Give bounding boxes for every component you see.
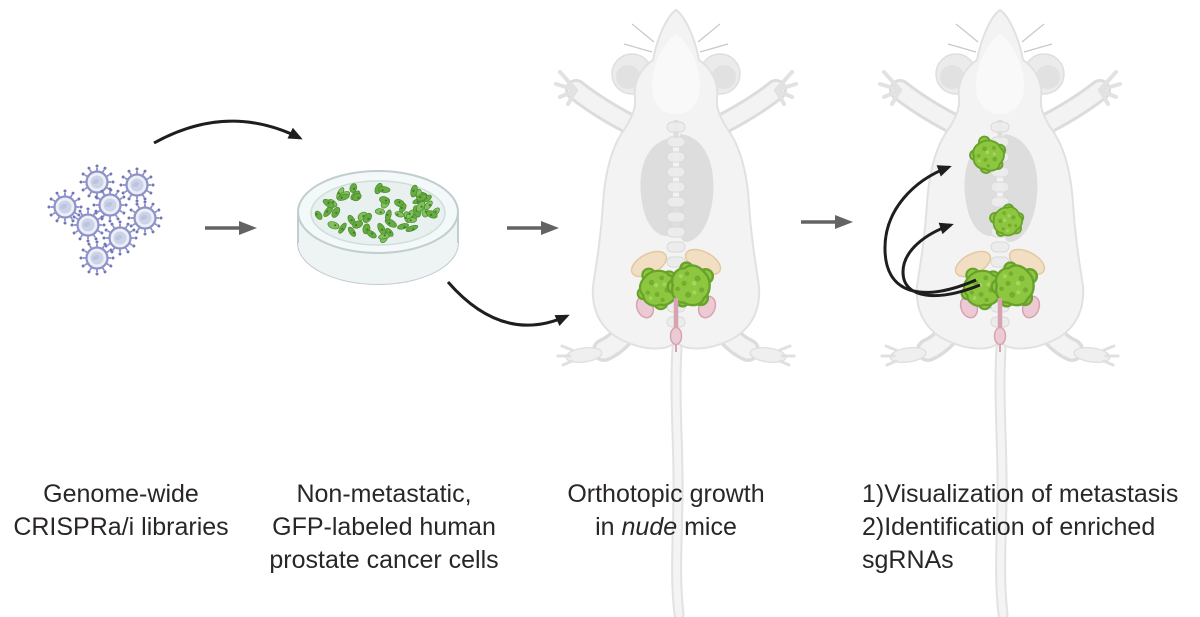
- petri-dish-icon: [297, 170, 459, 285]
- label-line: 1)Visualization of metastasis: [862, 480, 1179, 508]
- lentivirus-cluster-icon: [46, 163, 164, 277]
- label-line: in nude mice: [595, 513, 737, 541]
- label-line: Orthotopic growth: [567, 480, 765, 508]
- curved-arrow-to-abdominal-met-icon: [901, 222, 981, 297]
- label-line: prostate cancer cells: [269, 546, 499, 574]
- label-genome-wide-libraries: Genome-wide CRISPRa/i libraries: [6, 478, 236, 544]
- label-orthotopic-growth: Orthotopic growth in nude mice: [553, 478, 779, 544]
- curved-arrow-injection-icon: [446, 281, 570, 327]
- right-arrow-icon: [505, 219, 561, 237]
- label-line: Non-metastatic,: [296, 480, 472, 508]
- right-arrow-icon: [799, 213, 855, 231]
- gfp-cells: [314, 182, 440, 244]
- label-line: Genome-wide: [43, 480, 199, 508]
- label-line: 2)Identification of enriched: [862, 513, 1156, 541]
- curved-arrow-to-lung-met-icon: [883, 165, 977, 294]
- label-line: CRISPRa/i libraries: [13, 513, 229, 541]
- label-line: GFP-labeled human: [272, 513, 496, 541]
- label-line: sgRNAs: [862, 546, 954, 574]
- label-prostate-cancer-cells: Non-metastatic, GFP-labeled human prosta…: [268, 478, 500, 577]
- curved-arrow-infection-icon: [153, 119, 303, 145]
- label-metastasis-readout: 1)Visualization of metastasis 2)Identifi…: [862, 478, 1200, 577]
- right-arrow-icon: [203, 219, 259, 237]
